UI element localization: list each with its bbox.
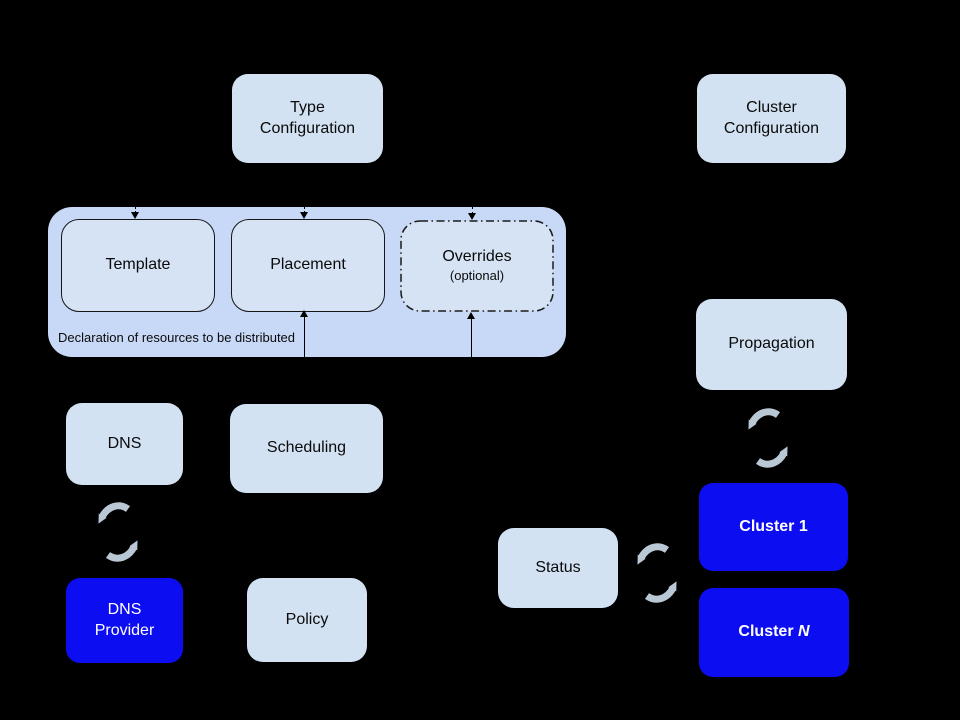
- cluster-1-box: Cluster 1: [699, 483, 848, 571]
- scheduling-box: Scheduling: [230, 404, 383, 493]
- propagation-label: Propagation: [728, 335, 815, 353]
- cluster-n-box: Cluster N: [699, 588, 849, 677]
- type-configuration-label-line1: Type: [290, 98, 325, 116]
- overrides-sublabel: (optional): [449, 267, 505, 283]
- declaration-caption: Declaration of resources to be distribut…: [58, 330, 296, 345]
- dns-box: DNS: [66, 403, 183, 485]
- arrowhead-into-template: [131, 212, 139, 219]
- arrowhead-up-into-placement: [300, 310, 308, 317]
- arrowhead-into-placement: [300, 212, 308, 219]
- dns-provider-label-line1: DNS: [107, 600, 142, 618]
- dns-provider-box: DNS Provider: [66, 578, 183, 663]
- dashed-arrow-into-overrides: [472, 206, 473, 215]
- placement-label: Placement: [270, 256, 346, 274]
- dns-provider-label-line2: Provider: [94, 621, 155, 639]
- cluster-configuration-label-line1: Cluster: [746, 98, 797, 116]
- cluster-n-label-prefix: Cluster: [738, 623, 798, 641]
- status-label: Status: [535, 558, 581, 576]
- propagation-box: Propagation: [696, 299, 847, 390]
- overrides-label: Overrides: [442, 248, 512, 266]
- dashed-arrow-into-template: [135, 206, 136, 214]
- template-box: Template: [61, 219, 215, 312]
- cluster-configuration-box: Cluster Configuration: [697, 74, 846, 163]
- type-configuration-box: Type Configuration: [232, 74, 383, 163]
- overrides-label-group: Overrides (optional): [400, 220, 554, 312]
- sync-icon: [98, 502, 138, 562]
- overrides-dashdot-border: [400, 220, 554, 312]
- cluster-n-label: Cluster N: [738, 622, 809, 643]
- sync-icon: [637, 543, 677, 603]
- cluster-n-label-suffix: N: [798, 623, 810, 641]
- dashed-arrow-into-placement: [304, 206, 305, 214]
- overrides-box: Overrides (optional): [400, 220, 554, 312]
- cluster-1-label: Cluster 1: [739, 517, 808, 535]
- policy-label: Policy: [285, 610, 329, 628]
- scheduling-label: Scheduling: [266, 439, 347, 457]
- policy-box: Policy: [247, 578, 367, 662]
- arrowhead-up-into-overrides: [467, 312, 475, 319]
- arrowhead-into-overrides: [468, 213, 476, 220]
- dns-label: DNS: [107, 434, 142, 452]
- type-configuration-label-line2: Configuration: [259, 119, 356, 137]
- cluster-configuration-label-line2: Configuration: [723, 119, 820, 137]
- line-up-into-placement: [304, 316, 305, 357]
- sync-icon: [748, 408, 788, 468]
- status-box: Status: [498, 528, 618, 608]
- template-label: Template: [105, 256, 171, 274]
- line-up-into-overrides: [471, 318, 472, 357]
- placement-box: Placement: [231, 219, 385, 312]
